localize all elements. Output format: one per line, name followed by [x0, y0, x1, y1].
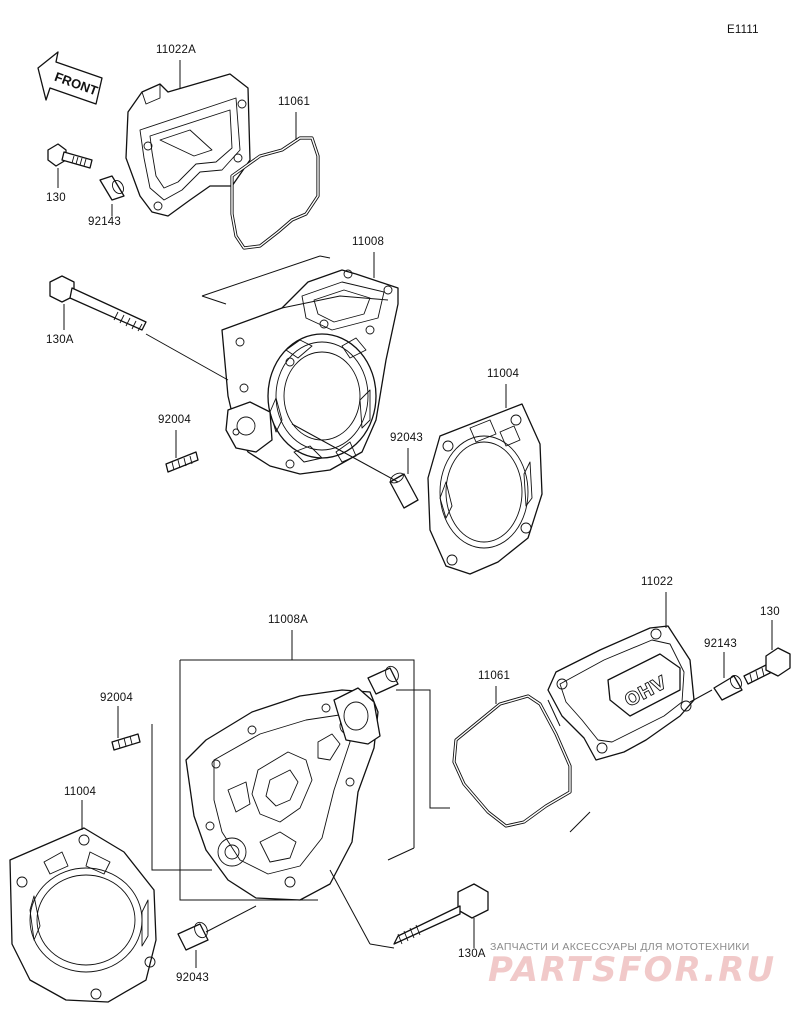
part-label-92004-bottom: 92004	[100, 692, 133, 704]
bolt-130-top	[47, 143, 93, 169]
cover-gasket-right	[452, 694, 572, 828]
cylinder-head-bottom	[185, 687, 381, 901]
part-label-11022A: 11022A	[156, 44, 196, 56]
part-label-92043-top: 92043	[390, 432, 423, 444]
collar-92143-right	[713, 674, 743, 701]
part-label-130-right: 130	[760, 606, 780, 618]
cover-gasket-top	[230, 136, 320, 250]
part-label-11008A: 11008A	[268, 614, 308, 626]
part-label-11008: 11008	[352, 236, 385, 248]
cylinder-gasket-bottom	[9, 827, 157, 1003]
stud-92004-top	[165, 451, 199, 473]
head-cover-right: OHV	[547, 625, 713, 761]
diagram-code: E1111	[727, 24, 759, 36]
part-label-11004-bottom: 11004	[64, 786, 97, 798]
stud-92004-bottom	[111, 724, 212, 871]
dowel-92043-bottom	[177, 905, 257, 951]
watermark-logo: PARTSFOR.RU	[488, 950, 777, 990]
leader-lines	[57, 60, 773, 968]
part-label-92143-top: 92143	[88, 216, 121, 228]
watermark-text: ЗАПЧАСТИ И АКСЕССУАРЫ ДЛЯ МОТОТЕХНИКИ	[490, 941, 750, 953]
part-label-11061-right: 11061	[478, 670, 511, 682]
part-label-11022: 11022	[641, 576, 674, 588]
part-label-92143-right: 92143	[704, 638, 737, 650]
part-label-130A-bottom: 130A	[458, 948, 486, 960]
part-label-11061-top: 11061	[278, 96, 311, 108]
bolt-130A-bottom	[329, 869, 489, 949]
part-label-92004-top: 92004	[158, 414, 191, 426]
part-label-92043-bottom: 92043	[176, 972, 209, 984]
head-cover-top	[125, 73, 251, 217]
collar-92143-top	[99, 175, 125, 201]
dowel-head-bottom	[367, 665, 399, 695]
bolt-130-right	[743, 647, 791, 685]
front-arrow: FRONT	[37, 51, 103, 105]
cylinder-block-top	[221, 269, 399, 475]
cylinder-gasket-top	[427, 403, 543, 575]
part-label-130-top: 130	[46, 192, 66, 204]
part-label-130A-top: 130A	[46, 334, 74, 346]
part-label-11004-top: 11004	[487, 368, 520, 380]
bolt-130A-top	[49, 275, 229, 381]
dowel-92043-top	[291, 423, 419, 509]
